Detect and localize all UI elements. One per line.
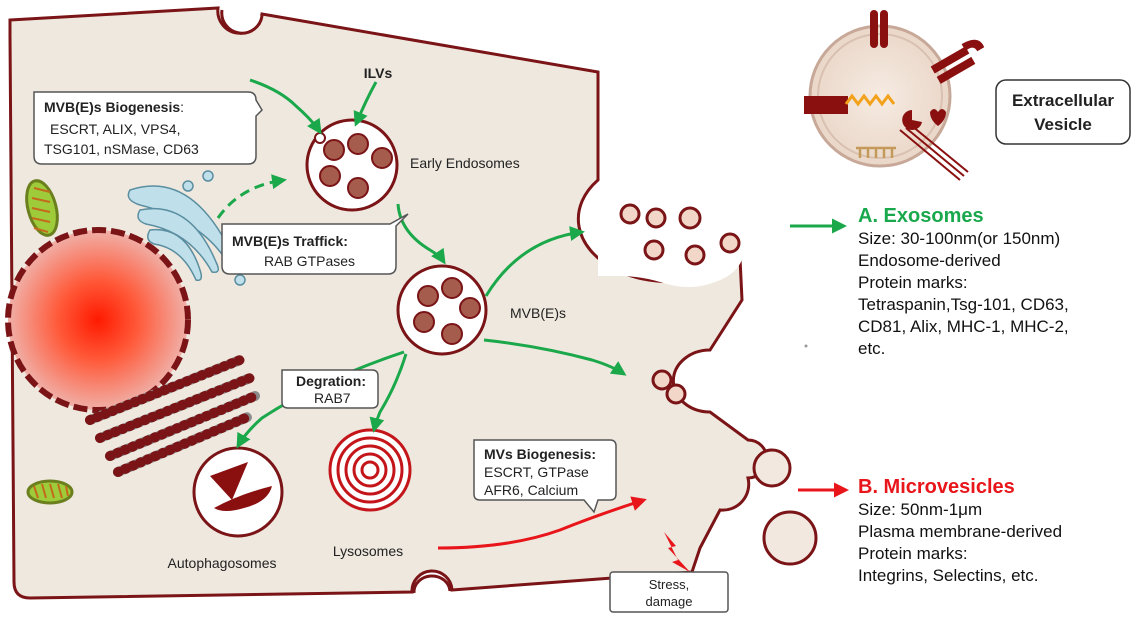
panel-line: Size: 50nm-1μm <box>858 500 983 519</box>
callout-mvs-biogenesis: MVs Biogenesis: ESCRT, GTPase AFR6, Calc… <box>473 439 617 514</box>
callout-mvb-traffick: MVB(E)s Traffick: RAB GTPases <box>221 213 409 275</box>
exosome-release-upper <box>598 195 745 287</box>
callout-title: MVB(E)s Biogenesis <box>44 99 180 115</box>
panel-line: CD81, Alix, MHC-1, MHC-2, <box>858 317 1069 336</box>
ev-label-line: Extracellular <box>1012 91 1114 110</box>
ilv-budding <box>314 132 326 144</box>
microvesicle <box>752 448 792 488</box>
callout-line: ESCRT, ALIX, VPS4, <box>50 121 180 137</box>
arrow-ilvs <box>353 81 378 127</box>
arrow-mvb-to-exosome-lower <box>483 338 627 376</box>
callout-line: Stress, <box>649 577 689 592</box>
label-ilvs: ILVs <box>364 65 393 81</box>
callout-title: MVB(E)s Traffick: <box>232 233 348 249</box>
membrane-pit-top <box>220 9 264 35</box>
arrow-golgi-to-endosome <box>216 174 287 219</box>
panel-line: etc. <box>858 339 886 358</box>
early-endosome <box>305 118 399 212</box>
callout-line: ESCRT, GTPase <box>484 464 589 480</box>
callout-stress: Stress, damage <box>609 571 729 613</box>
label-autophagosomes: Autophagosomes <box>168 555 277 571</box>
label-lysosomes: Lysosomes <box>333 543 403 559</box>
arrow-mvb-to-autophagosome <box>236 350 405 449</box>
arrow-mvb-to-exosome-upper <box>484 226 585 297</box>
exosomes-title: A. Exosomes <box>858 205 984 227</box>
mitochondrion <box>26 479 74 505</box>
stray-dot <box>804 344 808 348</box>
arrow-mv-budding <box>437 496 647 550</box>
nucleus <box>5 227 191 413</box>
panel-line: Plasma membrane-derived <box>858 522 1063 541</box>
callout-line: RAB GTPases <box>264 253 355 269</box>
microvesicles-title: B. Microvesicles <box>858 476 1015 498</box>
callout-line: TSG101, nSMase, CD63 <box>44 141 199 157</box>
extracellular-vesicle-illustration: Extracellular Vesicle <box>804 10 1131 181</box>
lysosome <box>328 428 412 512</box>
autophagosome <box>192 446 284 538</box>
callout-line: damage <box>646 594 693 609</box>
label-early-endosomes: Early Endosomes <box>410 155 520 171</box>
panel-line: Endosome-derived <box>858 251 1001 270</box>
callout-title: MVs Biogenesis: <box>484 446 596 462</box>
stress-lightning <box>664 532 690 572</box>
label-mvbes: MVB(E)s <box>510 305 566 321</box>
panel-line: Protein marks: <box>858 544 968 563</box>
ev-label-line: Vesicle <box>1034 115 1092 134</box>
panel-line: Size: 30-100nm(or 150nm) <box>858 229 1061 248</box>
panel-line: Integrins, Selectins, etc. <box>858 566 1039 585</box>
membrane-pit-bottom <box>412 574 452 594</box>
microvesicle <box>762 510 818 566</box>
callout-title: Degration: <box>296 373 366 389</box>
arrow-mvb-to-lysosome <box>369 353 408 433</box>
ev-label-box <box>995 79 1131 145</box>
exosome-release-lower <box>651 369 687 405</box>
panel-line: Protein marks: <box>858 273 968 292</box>
callout-mvb-biogenesis: MVB(E)s Biogenesis: ESCRT, ALIX, VPS4, T… <box>33 91 263 165</box>
panel-line: Tetraspanin,Tsg-101, CD63, <box>858 295 1069 314</box>
mitochondrion <box>25 179 59 237</box>
exosomes-panel: A. Exosomes Size: 30-100nm(or 150nm) Endo… <box>858 205 1069 360</box>
callout-degration: Degration: RAB7 <box>281 369 379 409</box>
svg-text:MVB(E)s Biogenesis:: MVB(E)s Biogenesis: <box>44 99 184 115</box>
callout-line: AFR6, Calcium <box>484 482 578 498</box>
endoplasmic-reticulum-dots <box>85 355 260 477</box>
mvb-endosome <box>396 264 488 356</box>
arrow-to-early-endosome <box>249 78 322 135</box>
callout-line: RAB7 <box>314 390 351 406</box>
